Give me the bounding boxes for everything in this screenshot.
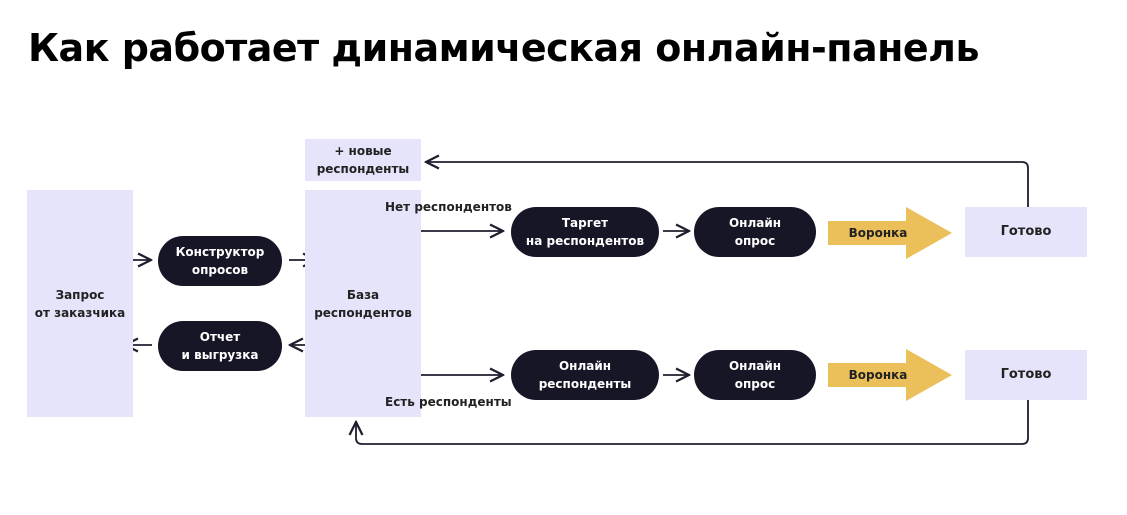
- funnel-arrow-shape: [828, 349, 952, 401]
- target-node: Таргет на респондентов: [511, 207, 659, 257]
- constructor-node: Конструктор опросов: [158, 236, 282, 286]
- funnel-label: Воронка: [848, 226, 908, 240]
- funnel-arrow-bottom: Воронка: [828, 349, 952, 401]
- database-box: База респондентов: [305, 190, 421, 417]
- funnel-arrow-shape: [828, 207, 952, 259]
- loop-arrow-top: [426, 162, 1029, 207]
- edge-label-has-respondents: Есть респонденты: [385, 395, 512, 409]
- done-box-bottom: Готово: [965, 350, 1087, 400]
- funnel-label: Воронка: [848, 368, 908, 382]
- loop-arrow-bottom: [356, 400, 1029, 445]
- new-respondents-box: + новые респонденты: [305, 139, 421, 181]
- done-box-top: Готово: [965, 207, 1087, 257]
- edge-label-no-respondents: Нет респондентов: [385, 200, 512, 214]
- online-survey-node-bottom: Онлайн опрос: [694, 350, 816, 400]
- report-node: Отчет и выгрузка: [158, 321, 282, 371]
- page-title: Как работает динамическая онлайн-панель: [28, 26, 980, 70]
- request-box: Запрос от заказчика: [27, 190, 133, 417]
- online-survey-node-top: Онлайн опрос: [694, 207, 816, 257]
- funnel-arrow-top: Воронка: [828, 207, 952, 259]
- online-respondents-node: Онлайн респонденты: [511, 350, 659, 400]
